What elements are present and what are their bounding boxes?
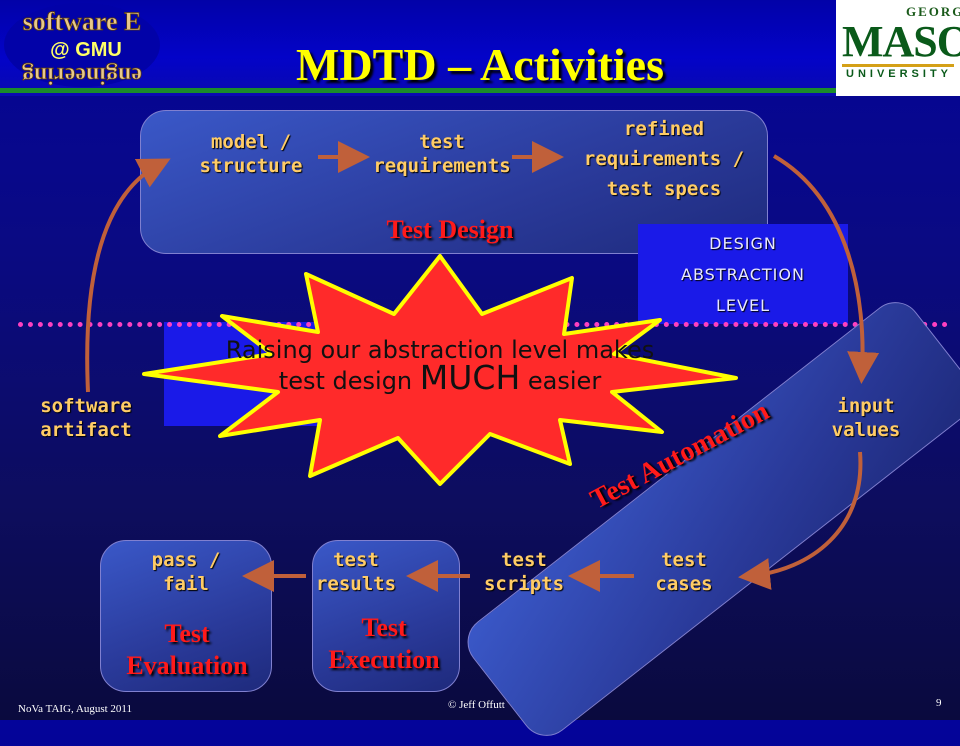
starburst-callout xyxy=(142,254,738,486)
footer-copyright: © Jeff Offutt xyxy=(448,699,505,711)
starburst-line-1: Raising our abstraction level makes xyxy=(225,336,655,364)
gmu-logo-university: UNIVERSITY xyxy=(846,68,953,80)
abstraction-line-1: DESIGN xyxy=(709,234,777,253)
title-underline xyxy=(0,88,838,93)
footer-event: NoVa TAIG, August 2011 xyxy=(18,703,133,715)
gmu-logo xyxy=(836,0,960,96)
starburst-line-2: test design MUCH easier xyxy=(278,358,602,397)
starburst-text: Raising our abstraction level makes test… xyxy=(180,336,700,395)
test-execution-stage-label: Test Execution xyxy=(328,613,440,674)
arrow-input-to-cases xyxy=(738,451,863,590)
se-gmu-logo: software E @ GMU engineering xyxy=(4,3,160,88)
input-values-label: input values xyxy=(831,395,901,441)
gmu-logo-george: GEORGE xyxy=(906,4,960,19)
test-evaluation-stage-label: Test Evaluation xyxy=(126,619,248,680)
title-bar xyxy=(0,0,960,96)
page-title: MDTD – Activities xyxy=(296,39,664,90)
se-logo-line3: engineering xyxy=(22,62,142,88)
slide-number: 9 xyxy=(936,697,942,709)
arrow-refined-to-input xyxy=(772,154,880,384)
pass-fail-label: pass / fail xyxy=(151,549,221,595)
se-logo-line2: @ GMU xyxy=(50,39,122,61)
flow-arrows xyxy=(85,141,880,592)
test-results-label: test results xyxy=(315,549,397,595)
gmu-logo-mason: MASON xyxy=(842,17,960,66)
se-logo-line1: software E xyxy=(23,7,142,36)
arrow-artifact-to-model xyxy=(85,158,171,393)
test-scripts-label: test scripts xyxy=(483,549,565,595)
software-artifact-label: software artifact xyxy=(40,395,132,441)
abstraction-line-2: ABSTRACTION xyxy=(681,265,805,284)
gmu-logo-bar xyxy=(842,64,954,67)
test-cases-label: test cases xyxy=(655,549,713,595)
model-structure-label: model / structure xyxy=(199,131,303,177)
test-design-stage-label: Test Design xyxy=(386,215,514,244)
refined-requirements-label: refined requirements / test specs xyxy=(583,118,745,200)
abstraction-line-3: LEVEL xyxy=(716,296,770,315)
design-abstraction-level: DESIGN ABSTRACTION LEVEL xyxy=(638,224,848,324)
test-requirements-label: test requirements xyxy=(373,131,511,177)
